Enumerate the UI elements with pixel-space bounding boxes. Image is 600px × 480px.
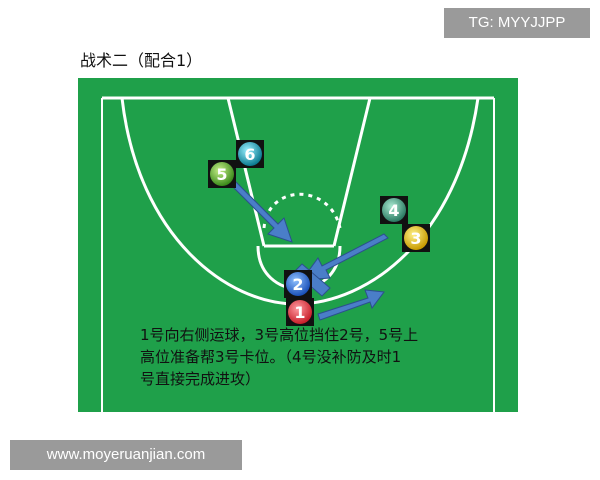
player-6-label: 6	[244, 145, 255, 164]
court-diagram: 6 5 4 3 2 1	[101, 96, 495, 412]
player-4: 4	[380, 196, 408, 224]
play-arrows	[229, 179, 389, 321]
arrow-player3	[300, 233, 389, 281]
player-2-label: 2	[292, 275, 303, 294]
player-6: 6	[236, 140, 264, 168]
caption-line-1: 1号向右侧运球，3号高位挡住2号，5号上	[140, 326, 419, 344]
watermark-top: TG: MYYJJPP	[444, 8, 590, 38]
player-2: 2	[284, 270, 312, 298]
basketball-court: 6 5 4 3 2 1	[78, 78, 518, 412]
player-5-label: 5	[216, 165, 227, 184]
watermark-bottom[interactable]: www.moyeruanjian.com	[10, 440, 242, 470]
caption-line-2: 高位准备帮3号卡位。（4号没补防及时1	[140, 348, 402, 366]
player-1: 1	[286, 298, 314, 326]
player-3: 3	[402, 224, 430, 252]
player-4-label: 4	[388, 201, 399, 220]
play-description: 1号向右侧运球，3号高位挡住2号，5号上 高位准备帮3号卡位。（4号没补防及时1…	[140, 324, 470, 390]
caption-line-3: 号直接完成进攻）	[140, 370, 261, 388]
player-3-label: 3	[410, 229, 421, 248]
arrow-player1	[317, 289, 385, 321]
player-5: 5	[208, 160, 236, 188]
lane-lines	[226, 97, 372, 247]
arrow-player5	[229, 179, 293, 243]
player-1-label: 1	[294, 303, 305, 322]
diagram-heading: 战术二（配合1）	[80, 51, 203, 70]
free-throw-circle-top	[262, 192, 342, 229]
